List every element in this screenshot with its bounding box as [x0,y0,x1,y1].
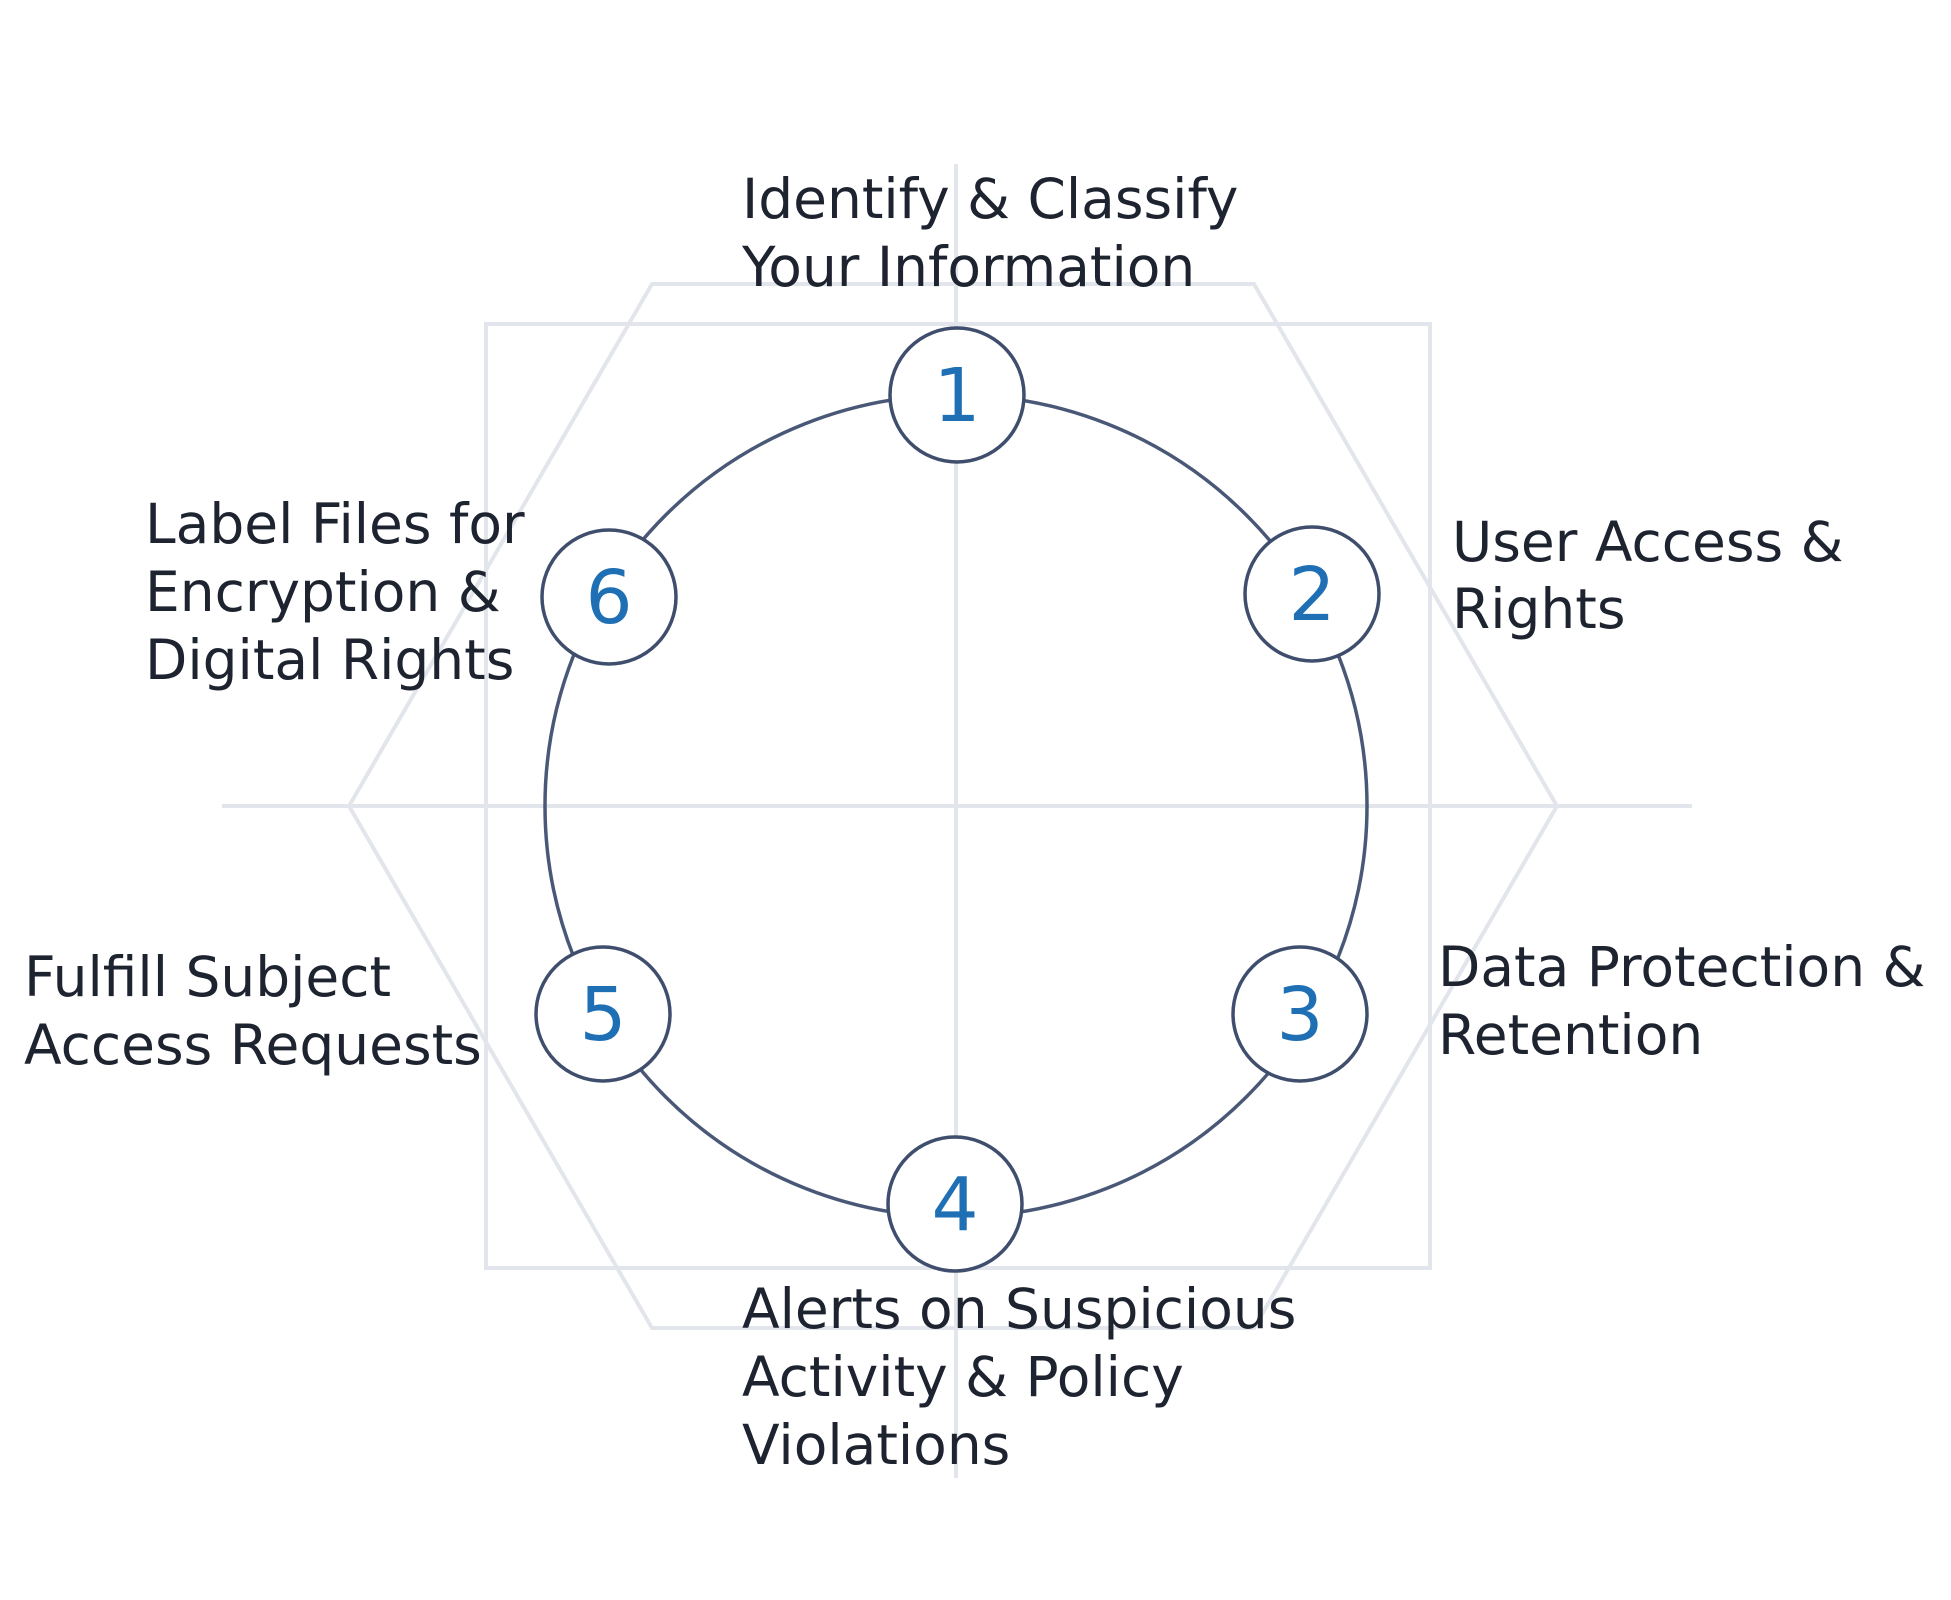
step-node-2[interactable]: 2 [1243,525,1381,663]
step-node-4[interactable]: 4 [886,1135,1024,1273]
step-number-5: 5 [579,972,626,1058]
step-label-6-line-3: Digital Rights [145,628,514,692]
step-node-6[interactable]: 6 [540,528,678,666]
step-number-4: 4 [931,1162,978,1248]
step-node-1[interactable]: 1 [888,326,1026,464]
step-label-5: Fulfill Subject Access Requests [24,945,482,1077]
step-label-1: Identify & Classify Your Information [741,167,1256,299]
step-label-2: User Access & Rights [1452,510,1861,641]
step-label-3-line-2: Retention [1438,1003,1703,1067]
step-node-5[interactable]: 5 [534,945,672,1083]
step-label-3-line-1: Data Protection & [1438,935,1925,999]
step-circle-3 [1231,945,1369,1083]
step-number-3: 3 [1276,972,1323,1058]
step-label-6: Label Files for Encryption & Digital Rig… [145,492,542,692]
step-circle-2 [1243,525,1381,663]
step-number-1: 1 [933,353,980,439]
step-label-6-line-1: Label Files for [145,492,525,556]
step-number-2: 2 [1288,552,1335,638]
step-label-3: Data Protection & Retention [1438,935,1943,1067]
step-node-3[interactable]: 3 [1231,945,1369,1083]
step-circle-5 [534,945,672,1083]
step-label-5-line-2: Access Requests [24,1013,482,1077]
step-label-1-line-1: Identify & Classify [742,167,1238,231]
step-circle-4 [886,1135,1024,1273]
step-label-4-line-3: Violations [742,1413,1010,1477]
step-label-6-line-2: Encryption & [145,560,501,624]
step-number-6: 6 [585,555,632,641]
step-label-2-line-2: Rights [1452,577,1626,641]
step-circle-1 [888,326,1026,464]
step-circle-6 [540,528,678,666]
step-label-2-line-1: User Access & [1452,510,1844,574]
step-label-5-line-1: Fulfill Subject [24,945,391,1009]
step-label-1-line-2: Your Information [741,235,1195,299]
step-label-4-line-1: Alerts on Suspicious [742,1277,1296,1341]
step-label-4: Alerts on Suspicious Activity & Policy V… [742,1277,1314,1477]
step-label-4-line-2: Activity & Policy [742,1345,1184,1409]
